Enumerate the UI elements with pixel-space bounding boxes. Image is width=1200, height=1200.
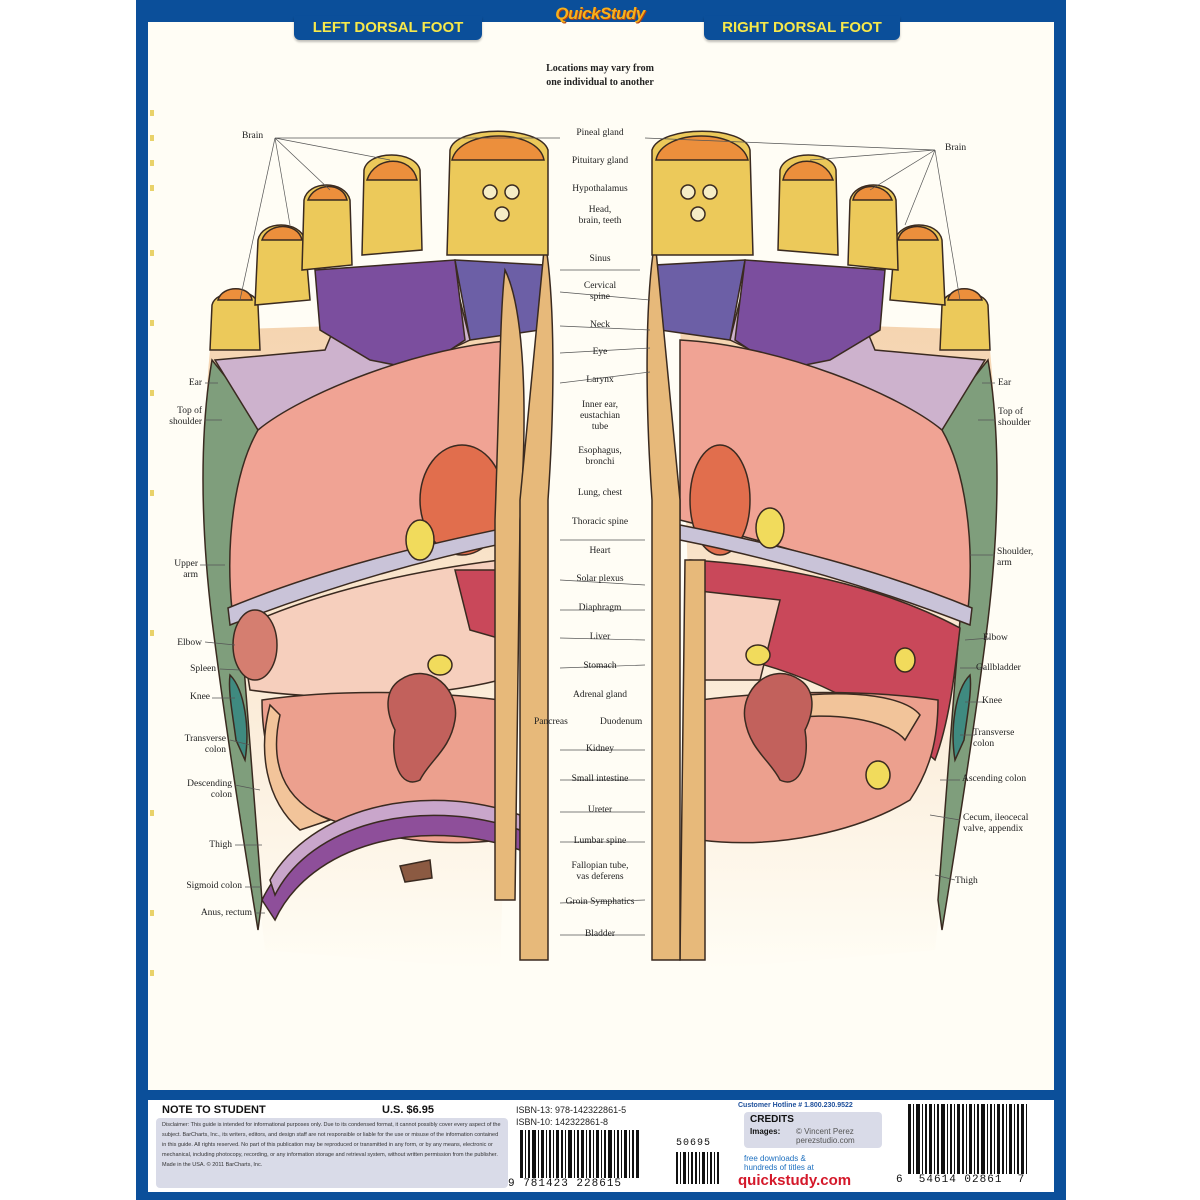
label-left-ear: Ear: [188, 378, 202, 388]
label-duodenum: Duodenum: [600, 717, 643, 727]
isbn-barcode: [520, 1130, 641, 1178]
label-kidney: Kidney: [586, 744, 614, 754]
leader-lines: [200, 137, 995, 936]
label-fallopian-tube: Fallopian tube, vas deferens: [571, 861, 629, 882]
label-left-transverse-colon: Transverse colon: [184, 734, 226, 755]
addon-barcode-number: 50695: [676, 1138, 712, 1149]
label-head-brain-teeth: Head, brain, teeth: [578, 205, 622, 226]
left-dorsal-foot-title: LEFT DORSAL FOOT: [294, 16, 482, 40]
label-left-anus-rectum: Anus, rectum: [200, 908, 252, 918]
label-esophagus-bronchi: Esophagus, bronchi: [578, 446, 622, 467]
label-eye: Eye: [592, 347, 608, 357]
label-left-top-of-shoulder: Top of shoulder: [169, 406, 202, 427]
label-diaphragm: Diaphragm: [578, 603, 622, 613]
label-groin-lymphatics: Groin Symphatics: [565, 897, 635, 907]
label-left-descending-colon: Descending colon: [187, 779, 232, 800]
label-left-elbow: Elbow: [177, 638, 202, 648]
price: U.S. $6.95: [382, 1104, 434, 1116]
website-link[interactable]: quickstudy.com: [738, 1172, 852, 1189]
label-right-brain: Brain: [945, 143, 967, 153]
label-ureter: Ureter: [587, 805, 613, 815]
label-hypothalamus: Hypothalamus: [572, 184, 628, 194]
credits-title: CREDITS: [750, 1114, 794, 1125]
label-right-ascending-colon: Ascending colon: [962, 774, 1027, 784]
label-small-intestine: Small intestine: [571, 774, 629, 784]
label-left-knee: Knee: [189, 692, 210, 702]
upc-barcode-number: 6 54614 02861 7: [896, 1174, 1026, 1186]
isbn-13: ISBN-13: 978-142322861-5: [516, 1105, 627, 1115]
label-pancreas: Pancreas: [534, 717, 568, 727]
label-stomach: Stomach: [583, 661, 617, 671]
label-right-gallbladder: Gallbladder: [976, 663, 1021, 673]
credits-images-label: Images:: [750, 1127, 781, 1136]
label-lung-chest: Lung, chest: [577, 488, 623, 498]
label-lumbar-spine: Lumbar spine: [573, 836, 627, 846]
label-larynx: Larynx: [586, 375, 614, 385]
label-left-spleen: Spleen: [190, 664, 216, 674]
label-thoracic-spine: Thoracic spine: [571, 517, 629, 527]
note-to-student: NOTE TO STUDENT U.S. $6.95 Disclaimer: T…: [156, 1104, 508, 1188]
label-heart: Heart: [589, 546, 611, 556]
label-right-shoulder-arm: Shoulder, arm: [997, 547, 1034, 568]
label-liver: Liver: [589, 632, 611, 642]
label-left-sigmoid-colon: Sigmoid colon: [186, 881, 242, 891]
label-inner-ear: Inner ear, eustachian tube: [579, 400, 621, 432]
chart-footer: NOTE TO STUDENT U.S. $6.95 Disclaimer: T…: [148, 1100, 1054, 1192]
label-right-transverse-colon: Transverse colon: [973, 728, 1015, 749]
isbn-barcode-number: 9 781423 228615: [508, 1178, 623, 1190]
note-line-2: one individual to another: [546, 77, 654, 88]
locations-note: Locations may vary from one individual t…: [520, 62, 680, 90]
label-left-thigh: Thigh: [209, 840, 232, 850]
note-body: Disclaimer: This guide is intended for i…: [156, 1118, 508, 1188]
label-sinus: Sinus: [589, 254, 611, 264]
label-solar-plexus: Solar plexus: [576, 574, 624, 584]
label-left-brain: Brain: [242, 131, 264, 141]
label-right-ear: Ear: [998, 378, 1012, 388]
left-foot: [202, 130, 554, 970]
downloads-text: free downloads & hundreds of titles at: [744, 1154, 814, 1172]
label-cervical-spine: Cervical spine: [583, 281, 617, 302]
margin-ruler: [150, 110, 156, 990]
label-pituitary-gland: Pituitary gland: [571, 156, 629, 166]
label-pineal-gland: Pineal gland: [576, 128, 624, 138]
addon-barcode: [676, 1152, 721, 1184]
label-adrenal-gland: Adrenal gland: [572, 690, 628, 700]
credits-images-value: © Vincent Perez perezstudio.com: [796, 1127, 855, 1145]
note-line-1: Locations may vary from: [546, 63, 654, 74]
label-neck: Neck: [589, 320, 611, 330]
label-right-top-of-shoulder: Top of shoulder: [998, 407, 1031, 428]
right-dorsal-foot-title: RIGHT DORSAL FOOT: [704, 16, 900, 40]
label-left-upper-arm: Upper arm: [174, 559, 198, 580]
label-bladder: Bladder: [584, 929, 616, 939]
label-right-cecum: Cecum, ileocecal valve, appendix: [963, 813, 1029, 834]
foot-reflexology-illustration: [200, 130, 998, 970]
label-right-knee: Knee: [982, 696, 1003, 706]
note-title: NOTE TO STUDENT: [162, 1104, 266, 1116]
label-right-thigh: Thigh: [955, 876, 978, 886]
label-right-elbow: Elbow: [983, 633, 1008, 643]
isbn-block: ISBN-13: 978-142322861-5 ISBN-10: 142322…: [516, 1104, 626, 1128]
right-foot: [646, 130, 998, 970]
customer-hotline: Customer Hotline # 1.800.230.9522: [738, 1102, 853, 1109]
brand-logo: QuickStudy: [555, 4, 645, 23]
credits-box: CREDITS Images: © Vincent Perez perezstu…: [744, 1112, 882, 1148]
upc-barcode: [908, 1104, 1029, 1174]
isbn-10: ISBN-10: 142322861-8: [516, 1117, 609, 1127]
